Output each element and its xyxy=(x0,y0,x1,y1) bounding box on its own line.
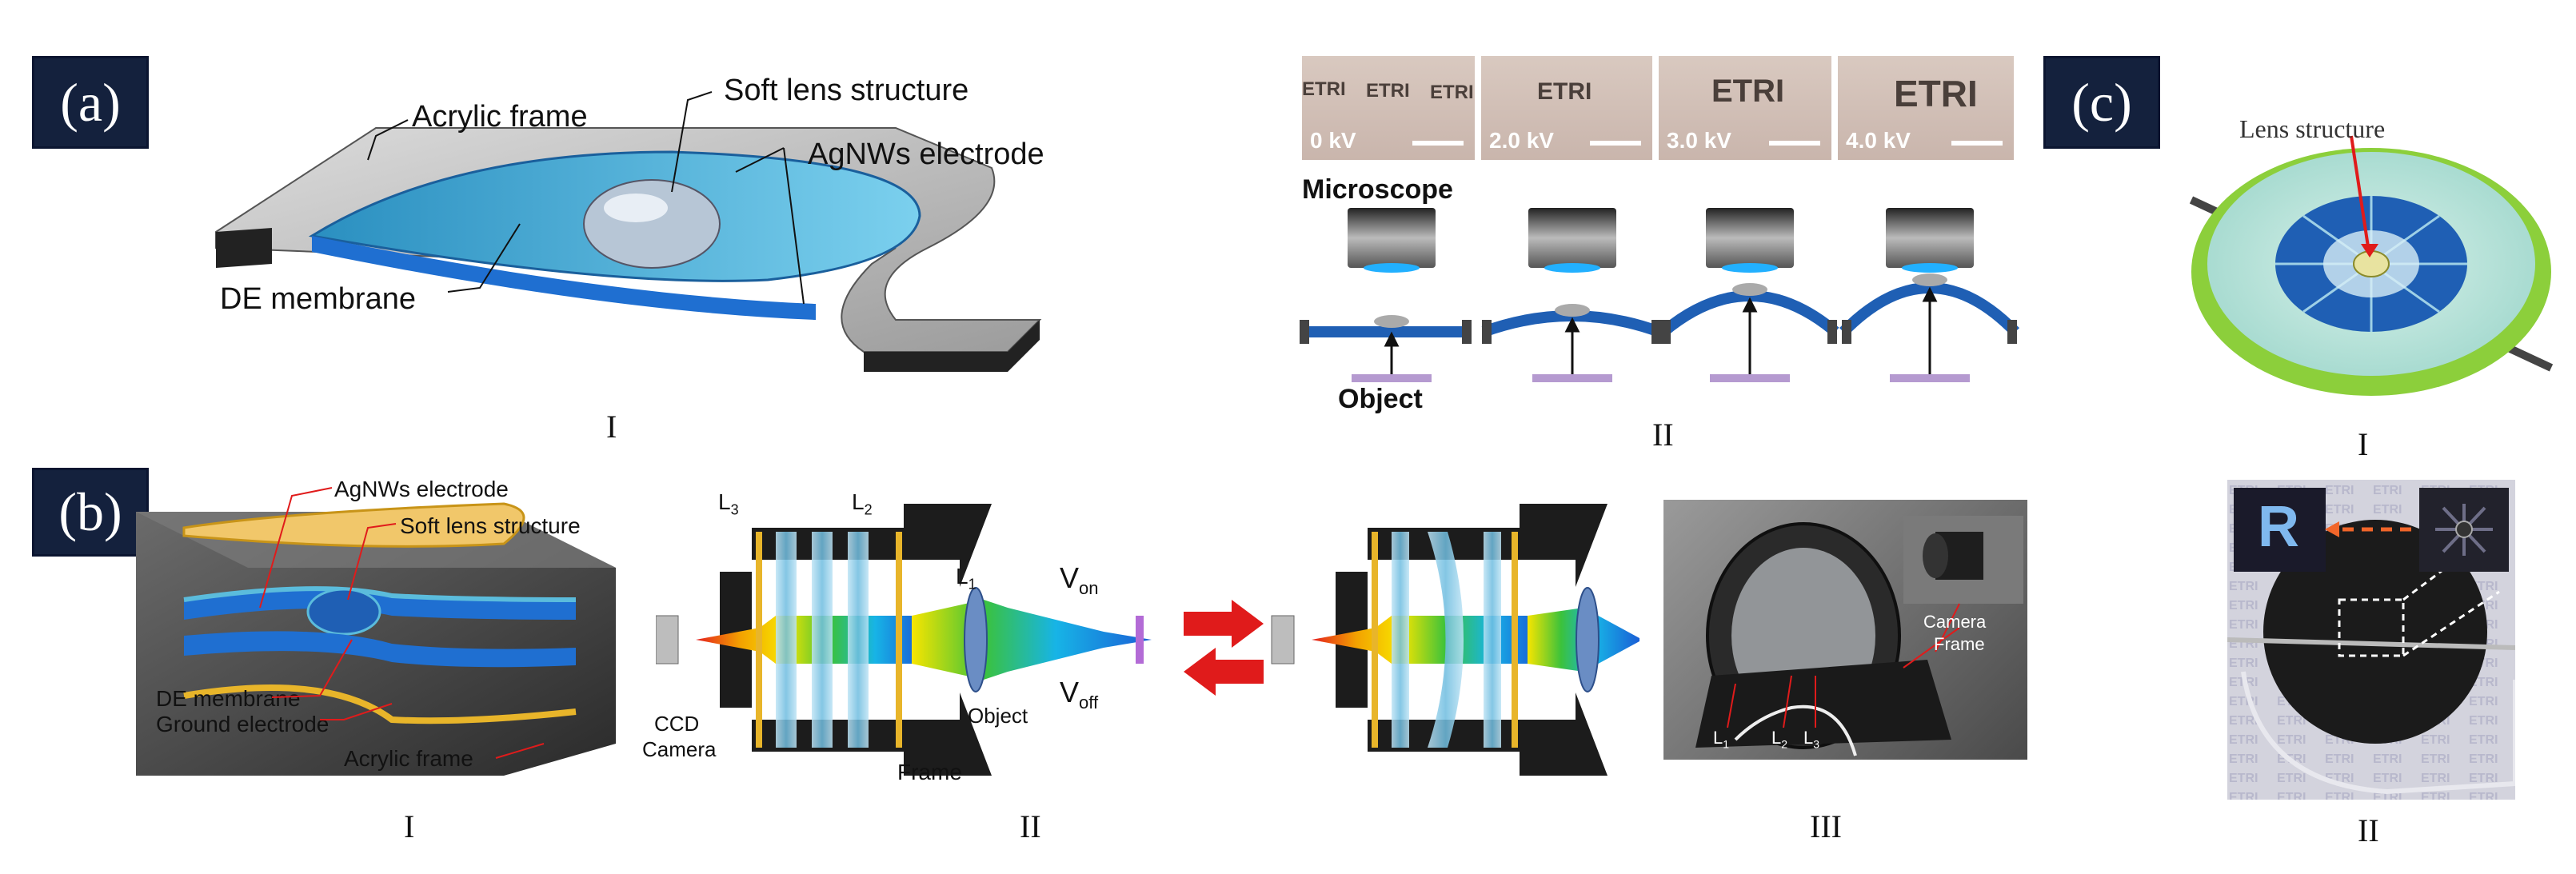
microscope-label: Microscope xyxy=(1302,174,1453,205)
b-ii-label-voff: Voff xyxy=(1060,676,1099,713)
voltage-label: 0 kV xyxy=(1310,128,1356,153)
object-label: Object xyxy=(1338,384,1423,414)
a-sub-i: I xyxy=(606,409,617,445)
panel-a-tag: (a) xyxy=(32,56,149,149)
b-label-ground-electrode: Ground electrode xyxy=(156,712,329,736)
b-ii-label-camera: Camera xyxy=(642,737,717,761)
panel-b-iii-photo: Camera Frame L1 L2 L3 xyxy=(1663,500,2027,760)
a-sub-ii: II xyxy=(1652,417,1674,453)
micro-panel-0kv: ETRI ETRI ETRI 0 kV xyxy=(1302,56,1475,160)
b-sub-iii: III xyxy=(1810,808,1842,844)
panel-c-i-lens-ring xyxy=(2189,135,2554,396)
b-sub-ii: II xyxy=(1020,808,1041,844)
b-ii-label-l3: L3 xyxy=(718,489,739,518)
scale-bar xyxy=(1412,141,1464,146)
voltage-label: 4.0 kV xyxy=(1846,128,1911,153)
b-label-agnws: AgNWs electrode xyxy=(334,477,509,501)
panel-b-ii-optics xyxy=(656,504,1639,776)
b-ii-label-l2: L2 xyxy=(852,489,873,518)
c-sub-i: I xyxy=(2358,426,2369,462)
panel-c-tag: (c) xyxy=(2043,56,2160,149)
scale-bar xyxy=(1769,141,1820,146)
b-ii-label-von: Von xyxy=(1060,561,1099,599)
b-ii-label-frame: Frame xyxy=(897,760,962,784)
a-label-de-membrane: DE membrane xyxy=(220,282,416,316)
voltage-label: 2.0 kV xyxy=(1489,128,1554,153)
c-label-lens-structure: Lens structure xyxy=(2239,114,2386,143)
c-sub-ii: II xyxy=(2358,812,2379,848)
micro-panel-3kv: ETRI 3.0 kV xyxy=(1659,56,1831,160)
b-iii-frame: Frame xyxy=(1934,634,1985,654)
micro-panel-2kv: ETRI 2.0 kV xyxy=(1481,56,1652,160)
b-ii-label-object: Object xyxy=(968,704,1028,728)
b-ii-label-l1: L1 xyxy=(956,564,976,593)
b-ii-label-ccd: CCD xyxy=(654,712,700,736)
b-iii-l1: L1 xyxy=(1713,728,1730,751)
a-label-soft-lens: Soft lens structure xyxy=(724,74,969,107)
panel-b-i-cross-section xyxy=(136,502,616,776)
microscope-deformation-diagram xyxy=(1300,208,2019,382)
c-ii-device: ETRI xyxy=(2227,480,2515,800)
scale-bar xyxy=(1951,141,2003,146)
b-iii-l3: L3 xyxy=(1803,728,1820,751)
panel-c-ii-photo: ETRI R xyxy=(2227,480,2515,800)
a-label-acrylic-frame: Acrylic frame xyxy=(412,100,588,134)
b-label-acrylic-frame: Acrylic frame xyxy=(344,746,473,771)
scale-bar xyxy=(1590,141,1641,146)
b-label-de-membrane: DE membrane xyxy=(156,686,301,711)
c-ii-logo-letter: R xyxy=(2258,495,2299,559)
b-iii-l2: L2 xyxy=(1771,728,1788,751)
b-sub-i: I xyxy=(404,808,415,844)
micro-panel-4kv: ETRI 4.0 kV xyxy=(1838,56,2014,160)
photo-device xyxy=(1695,516,2023,756)
b-iii-camera: Camera xyxy=(1923,612,1987,632)
panel-a-i-lens-diagram xyxy=(215,91,1042,372)
a-label-agnws: AgNWs electrode xyxy=(808,138,1044,171)
b-i-leader-lines xyxy=(259,487,545,759)
b-label-soft-lens: Soft lens structure xyxy=(400,513,581,538)
voltage-label: 3.0 kV xyxy=(1667,128,1731,153)
